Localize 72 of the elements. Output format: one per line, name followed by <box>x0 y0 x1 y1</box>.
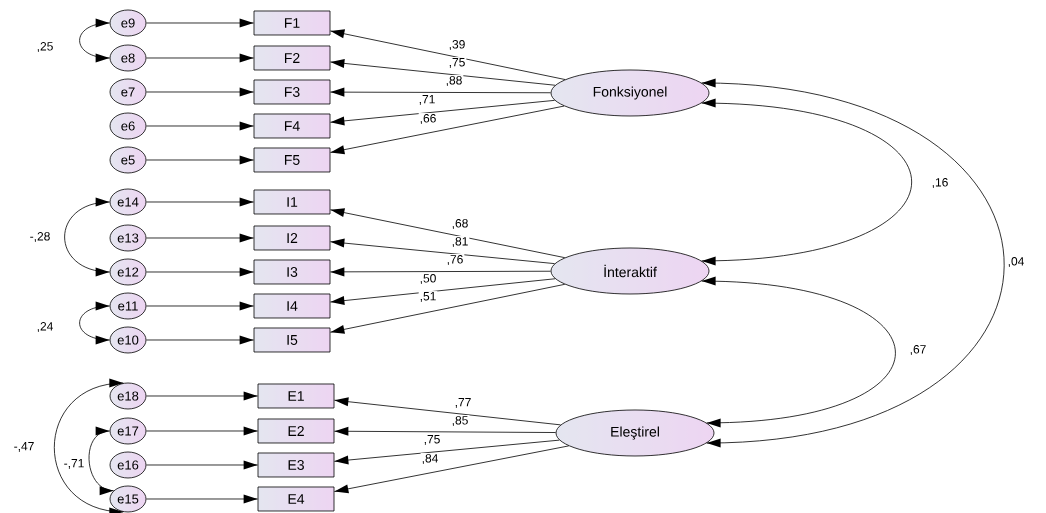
observed-box: I5 <box>253 327 331 353</box>
arrow <box>330 105 565 155</box>
arrow <box>146 460 258 470</box>
arrow <box>146 494 258 504</box>
arrow <box>146 233 254 243</box>
edge-label: ,51 <box>418 291 438 303</box>
arrow <box>146 267 254 277</box>
arrow <box>330 278 556 306</box>
covariance-arrow <box>53 378 124 513</box>
edge-label: ,84 <box>420 453 440 465</box>
observed-box: I1 <box>253 189 331 215</box>
covariance-arrow <box>701 276 896 428</box>
observed-box: F2 <box>253 45 331 71</box>
edge-label: ,16 <box>930 177 950 189</box>
observed-box: E2 <box>257 418 335 444</box>
edge-label: ,24 <box>35 321 55 333</box>
arrow <box>334 397 561 426</box>
covariance-arrow <box>79 301 110 345</box>
arrow <box>146 121 254 131</box>
covariance-arrow <box>701 98 913 266</box>
arrow <box>146 391 258 401</box>
observed-box: I3 <box>253 259 331 285</box>
observed-box: F5 <box>253 147 331 173</box>
edge-label: ,75 <box>422 434 442 446</box>
edge-label: -,28 <box>28 231 52 243</box>
covariance-arrow <box>88 426 114 496</box>
arrow <box>334 445 570 494</box>
arrow <box>330 58 556 86</box>
edge-label: ,76 <box>445 254 465 266</box>
edge-label: ,25 <box>35 41 55 53</box>
observed-box: E3 <box>257 452 335 478</box>
arrow <box>146 87 254 97</box>
observed-box: I2 <box>253 225 331 251</box>
arrow <box>146 155 254 165</box>
arrow <box>146 197 254 207</box>
arrow <box>330 87 551 97</box>
arrow <box>146 18 254 28</box>
covariance-arrow <box>79 18 110 63</box>
edge-label: -,47 <box>12 441 36 453</box>
edge-label: ,68 <box>450 218 470 230</box>
arrow <box>330 29 566 80</box>
arrow <box>146 426 258 436</box>
edge-label: ,88 <box>444 75 464 87</box>
arrow <box>330 267 551 277</box>
edge-label: ,04 <box>1006 256 1026 268</box>
edge-label: -,71 <box>62 458 86 470</box>
observed-box: E4 <box>257 486 335 512</box>
observed-box: F3 <box>253 79 331 105</box>
arrow <box>330 208 566 259</box>
covariance-arrow <box>701 78 1005 448</box>
arrow <box>146 301 254 311</box>
arrow <box>146 53 254 63</box>
arrow <box>146 335 254 345</box>
arrow <box>330 238 556 265</box>
arrow <box>330 99 556 126</box>
edge-label: ,81 <box>450 236 470 248</box>
observed-box: F1 <box>253 10 331 36</box>
edge-label: ,71 <box>417 94 437 106</box>
covariance-arrow <box>64 197 110 277</box>
edge-label: ,77 <box>453 397 473 409</box>
edge-label: ,39 <box>447 39 467 51</box>
observed-box: E1 <box>257 383 335 409</box>
arrow <box>334 439 560 465</box>
edge-label: ,75 <box>447 57 467 69</box>
edge-label: ,50 <box>418 273 438 285</box>
observed-box: I4 <box>253 293 331 319</box>
edge-label: ,66 <box>418 113 438 125</box>
edge-label: ,85 <box>450 415 470 427</box>
edge-label: ,67 <box>908 344 928 356</box>
arrow <box>334 426 557 436</box>
observed-box: F4 <box>253 113 331 139</box>
arrow <box>330 283 566 334</box>
